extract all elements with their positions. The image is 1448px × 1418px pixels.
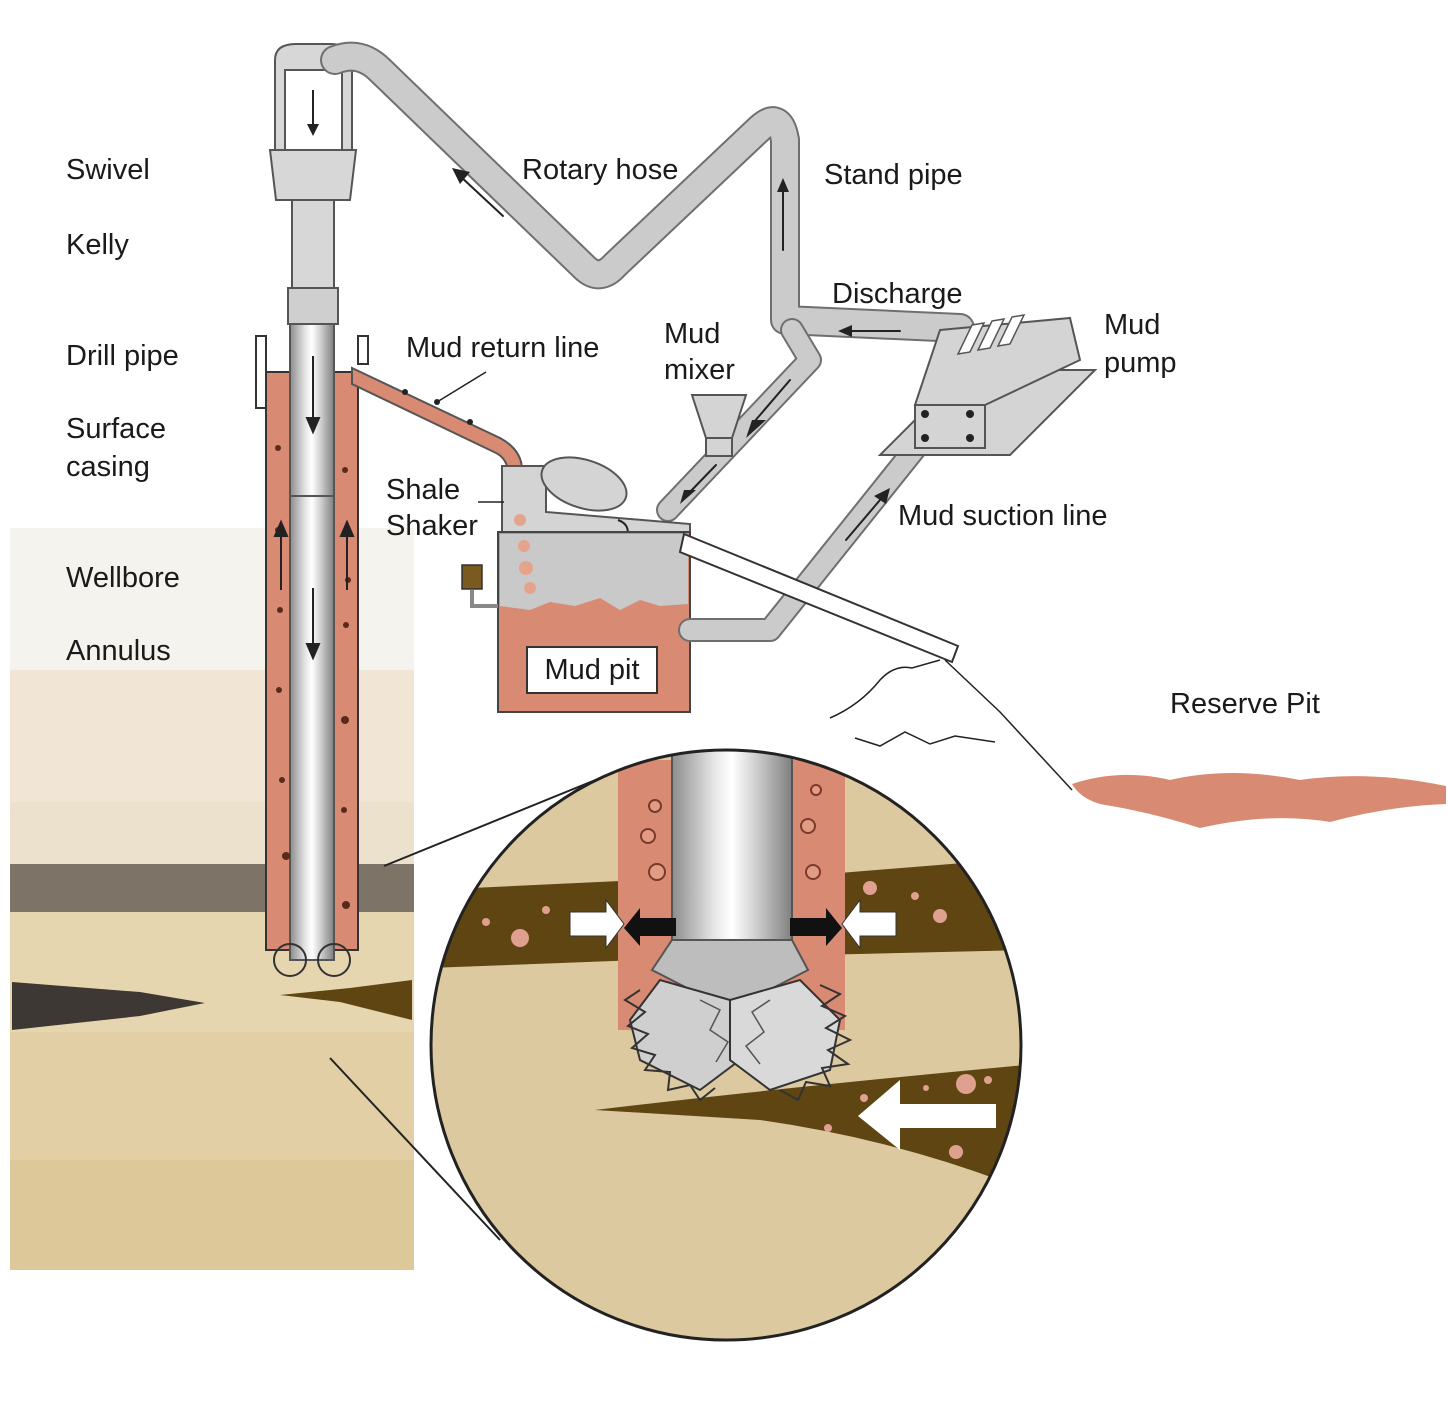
label-mud-pump-line1: Mud (1104, 309, 1161, 341)
label-swivel: Swivel (66, 154, 150, 186)
mixer-line (656, 318, 822, 522)
label-stand-pipe: Stand pipe (824, 159, 963, 191)
rotary-hose (320, 41, 975, 343)
label-annulus: Annulus (66, 635, 171, 667)
label-shale-shaker-line1: Shale (386, 474, 461, 506)
mud-suction-line (678, 418, 942, 642)
label-drill-pipe: Drill pipe (66, 340, 179, 372)
label-shale-shaker-line2: Shaker (386, 510, 478, 542)
reserve-pit-discharge (678, 532, 1073, 791)
label-reserve-pit: Reserve Pit (1170, 688, 1320, 720)
label-discharge: Discharge (832, 278, 963, 310)
label-surface-casing-line1: Surface (66, 413, 166, 445)
kelly (287, 199, 339, 325)
label-rotary-hose: Rotary hose (522, 154, 679, 186)
label-surface-casing-line2: casing (66, 451, 150, 483)
wellbore (255, 319, 369, 977)
label-mud-pit: Mud pit (526, 646, 658, 694)
label-mud-mixer-line2: mixer (664, 354, 735, 386)
mud-pump (877, 314, 1098, 456)
magnifier-lines (329, 769, 621, 1241)
label-mud-return-line: Mud return line (406, 332, 600, 364)
label-mud-suction-line: Mud suction line (898, 500, 1108, 532)
shale-shaker (478, 456, 691, 550)
label-mud-mixer-line1: Mud (664, 318, 721, 350)
reserve-pit-mud (1072, 773, 1446, 828)
mud-mixer (690, 394, 748, 457)
label-kelly: Kelly (66, 229, 129, 261)
label-mud-pump-line2: pump (1104, 347, 1177, 379)
label-wellbore: Wellbore (66, 562, 180, 594)
bit-closeup (429, 748, 1023, 1342)
